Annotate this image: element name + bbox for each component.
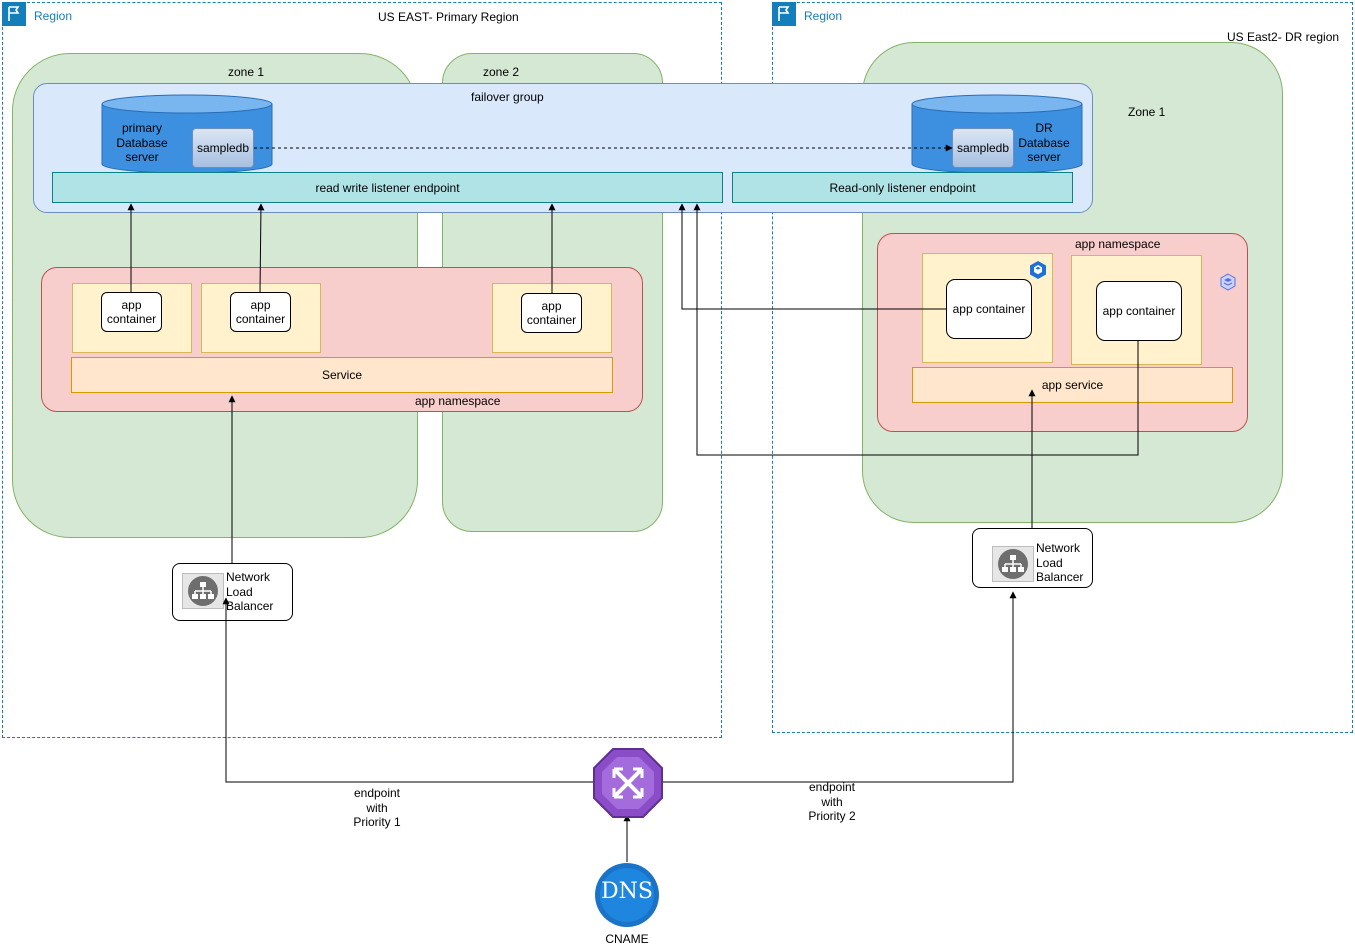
dr-database-label: DR Database server [1018,121,1070,164]
region-tag: Region [34,9,73,23]
app-container: app container [101,292,162,332]
kubernetes-icon [1218,272,1238,292]
dr-region [772,2,1353,733]
endpoint-priority-1-label: endpoint with Priority 1 [353,786,401,829]
primary-load-balancer-label: Network Load Balancer [226,570,274,613]
dr-load-balancer-label: Network Load Balancer [1036,541,1084,584]
flag-icon [772,2,796,26]
primary-namespace-label: app namespace [415,394,501,408]
read-only-listener-endpoint: Read-only listener endpoint [732,172,1073,203]
read-write-listener-endpoint: read write listener endpoint [52,172,723,203]
primary-database-label: primary Database server [116,121,168,164]
primary-region [2,2,722,738]
zone-2-label: zone 2 [483,65,520,79]
dns-icon [594,862,660,928]
dr-app-service: app service [912,367,1233,403]
network-load-balancer-icon [182,573,224,609]
region-tag: Region [804,9,843,23]
primary-sampledb: sampledb [192,128,254,168]
flag-icon [2,2,26,26]
kubernetes-icon [1028,260,1048,280]
app-container: app container [946,279,1032,339]
cname-label: CNAME [605,932,649,946]
app-container: app container [521,293,582,333]
endpoint-priority-2-label: endpoint with Priority 2 [808,780,856,823]
zone-1-label: zone 1 [228,65,265,79]
dr-region-title: US East2- DR region [1227,30,1340,44]
app-container: app container [230,292,291,332]
dns-icon-text: DNS [601,879,653,904]
dr-zone-1-label: Zone 1 [1128,105,1166,119]
traffic-manager-icon [592,747,664,819]
primary-region-title: US EAST- Primary Region [378,10,519,24]
network-load-balancer-icon [992,546,1034,582]
failover-group-title: failover group [471,90,544,104]
app-container: app container [1096,281,1182,341]
primary-service: Service [71,357,613,393]
dr-namespace-label: app namespace [1075,237,1161,251]
dr-sampledb: sampledb [952,128,1014,168]
